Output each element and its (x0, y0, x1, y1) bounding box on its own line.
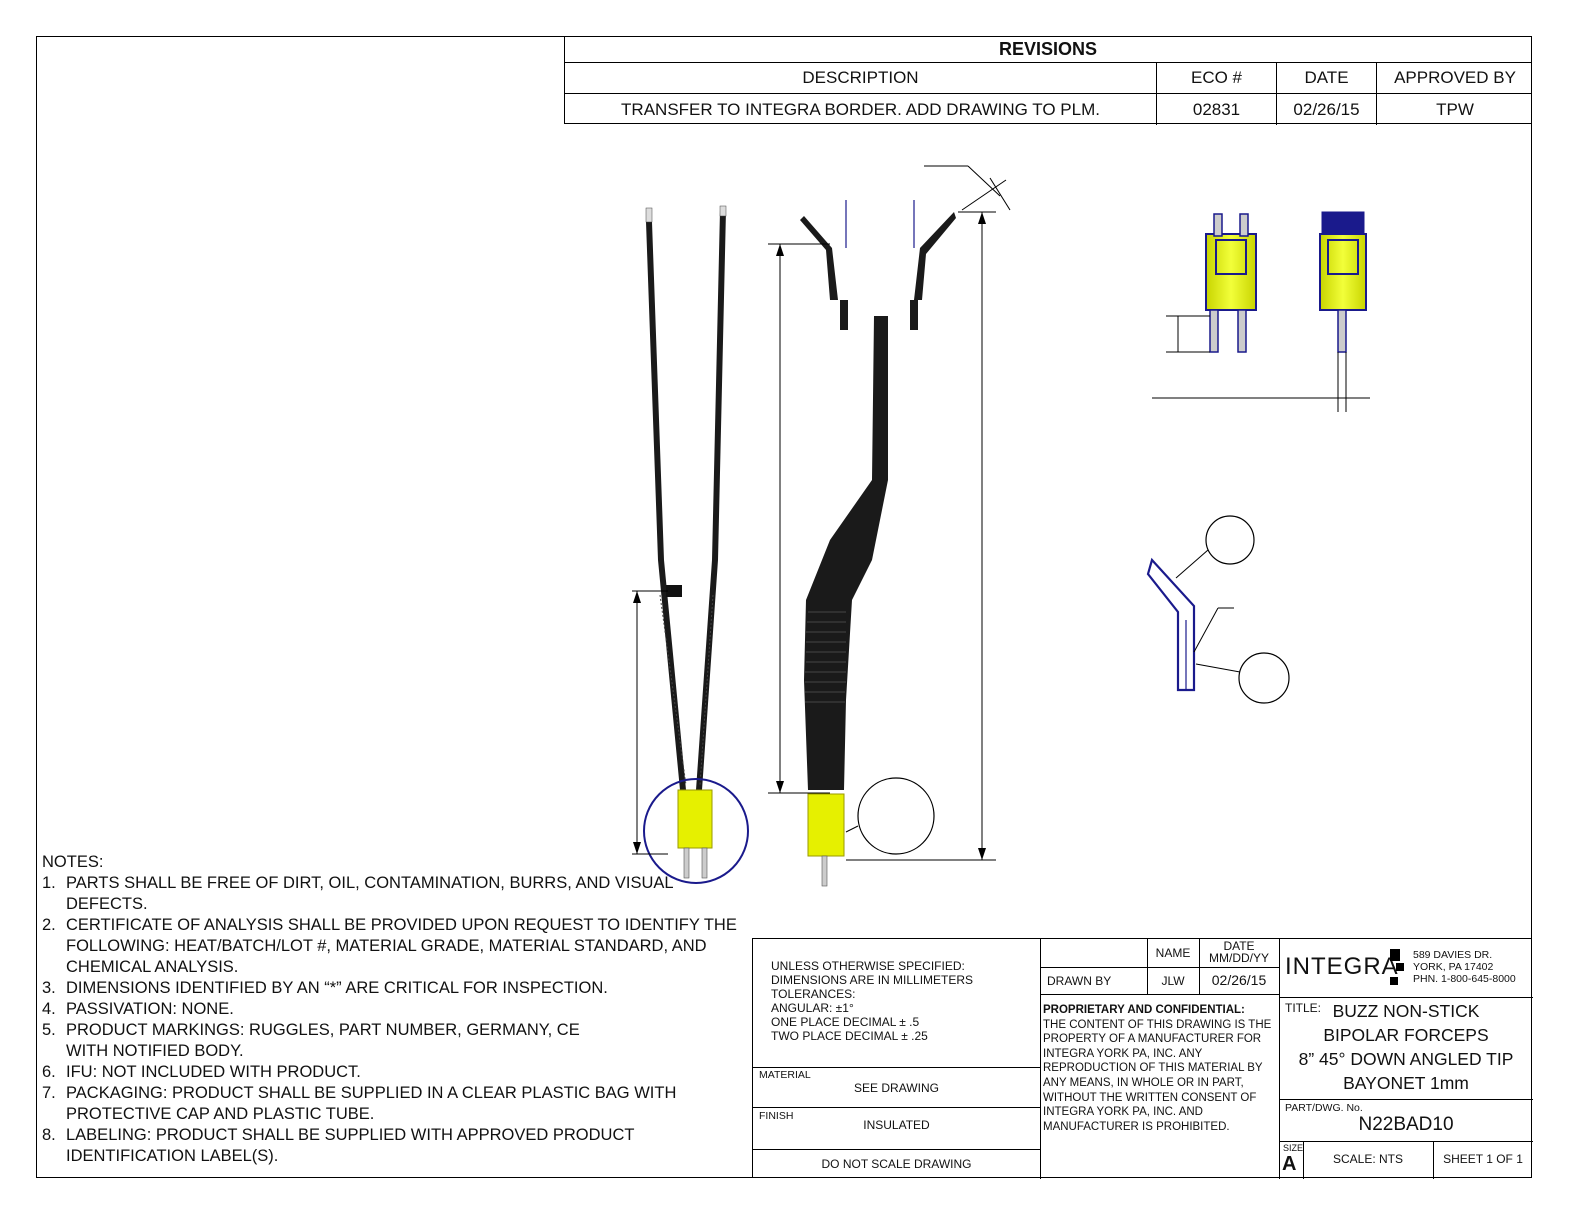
tolerance-notes: UNLESS OTHERWISE SPECIFIED: DIMENSIONS A… (771, 959, 974, 1043)
connector-detail-views (1152, 211, 1370, 412)
logo-mark-icon (1390, 949, 1400, 961)
size-label: SIZE (1283, 1143, 1304, 1153)
revisions-header-approved: APPROVED BY (1394, 68, 1516, 87)
notes-section: NOTES: 1.PARTS SHALL BE FREE OF DIRT, OI… (42, 852, 742, 1167)
size-value: A (1282, 1153, 1297, 1175)
title-block: UNLESS OTHERWISE SPECIFIED: DIMENSIONS A… (752, 938, 1533, 1179)
material-value: SEE DRAWING (854, 1081, 939, 1095)
revisions-header-row: DESCRIPTION ECO # DATE APPROVED BY (565, 63, 1531, 94)
material-label: MATERIAL (759, 1069, 811, 1081)
revisions-table: REVISIONS DESCRIPTION ECO # DATE APPROVE… (564, 36, 1532, 125)
part-label: PART/DWG. No. (1285, 1102, 1363, 1114)
note-item: 5.PRODUCT MARKINGS: RUGGLES, PART NUMBER… (42, 1021, 580, 1060)
note-item: 8.LABELING: PRODUCT SHALL BE SUPPLIED WI… (42, 1126, 635, 1165)
note-item: 6.IFU: NOT INCLUDED WITH PRODUCT. (42, 1063, 361, 1081)
note-item: 3.DIMENSIONS IDENTIFIED BY AN “*” ARE CR… (42, 979, 608, 997)
revision-approved: TPW (1436, 99, 1474, 119)
logo-mark-icon (1390, 977, 1398, 985)
forceps-side-view (768, 165, 1011, 887)
logo-mark-icon (1396, 963, 1404, 971)
note-item: 4.PASSIVATION: NONE. (42, 1000, 234, 1018)
finish-label: FINISH (759, 1110, 794, 1122)
name-header: NAME (1155, 946, 1191, 960)
proprietary-notice: PROPRIETARY AND CONFIDENTIAL: THE CONTEN… (1043, 1004, 1272, 1133)
revision-date: 02/26/15 (1277, 94, 1377, 125)
company-logo: INTEGRA (1285, 953, 1399, 980)
scale: SCALE: NTS (1332, 1152, 1404, 1166)
revision-eco: 02831 (1157, 94, 1277, 125)
company-address: 589 DAVIES DR. YORK, PA 17402 PHN. 1-800… (1413, 949, 1516, 985)
tip-detail-view (1146, 515, 1290, 704)
drawn-by-name: JLW (1161, 974, 1185, 988)
note-item: 1.PARTS SHALL BE FREE OF DIRT, OIL, CONT… (42, 874, 673, 913)
do-not-scale: DO NOT SCALE DRAWING (821, 1157, 972, 1171)
drawn-by-label: DRAWN BY (1047, 974, 1112, 988)
revisions-header-date: DATE (1277, 63, 1377, 93)
revisions-title: REVISIONS (998, 39, 1098, 59)
revisions-title-row: REVISIONS (565, 37, 1531, 63)
title-label: TITLE: (1285, 1001, 1322, 1015)
sheet-number: SHEET 1 OF 1 (1443, 1152, 1523, 1166)
finish-value: INSULATED (863, 1118, 930, 1132)
revision-description: TRANSFER TO INTEGRA BORDER. ADD DRAWING … (565, 94, 1157, 125)
date-header: DATE MM/DD/YY (1209, 939, 1269, 965)
drawn-by-date: 02/26/15 (1211, 972, 1267, 988)
part-number: N22BAD10 (1358, 1114, 1454, 1135)
note-item: 7.PACKAGING: PRODUCT SHALL BE SUPPLIED I… (42, 1084, 677, 1123)
note-item: 2.CERTIFICATE OF ANALYSIS SHALL BE PROVI… (42, 916, 737, 976)
revisions-row: TRANSFER TO INTEGRA BORDER. ADD DRAWING … (565, 94, 1531, 125)
revisions-header-description: DESCRIPTION (565, 63, 1157, 93)
forceps-front-view (632, 205, 749, 884)
revisions-header-eco: ECO # (1157, 63, 1277, 93)
notes-heading: NOTES: (42, 853, 104, 871)
drawing-title: BUZZ NON-STICK BIPOLAR FORCEPS 8” 45° DO… (1298, 1001, 1514, 1093)
